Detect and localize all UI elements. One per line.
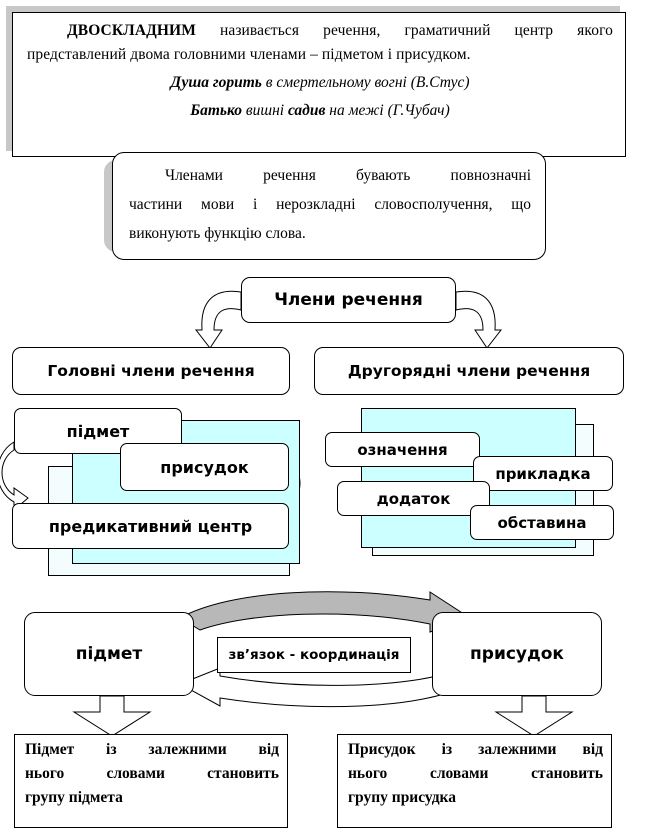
main-members-node: Головні члени речення: [12, 347, 290, 395]
definition-term: ДВОСКЛАДНИМ: [67, 22, 196, 39]
members-note-box: Членами речення бувають повнозначні част…: [112, 152, 546, 260]
example-1: Душа горить в смертельному вогні (В.Стус…: [170, 74, 470, 91]
members-note-line-3: виконують функцію слова.: [129, 225, 306, 242]
relation-predicate: присудок: [432, 612, 602, 696]
definition-text: ДВОСКЛАДНИМ називається речення, грамати…: [27, 22, 613, 63]
cycle-arrow-bottom: [178, 667, 471, 708]
curve-arrow-right: [455, 290, 503, 349]
predicative-center-tile: предикативний центр: [12, 503, 289, 549]
subject-group-note: Підмет із залежними від нього словами ст…: [14, 734, 288, 828]
relation-subject: підмет: [24, 612, 194, 696]
curve-arrow-left: [194, 290, 242, 349]
members-note-line-1: Членами речення бувають повнозначні: [165, 167, 531, 184]
down-arrow-right: [494, 695, 574, 737]
definition-box: ДВОСКЛАДНИМ називається речення, грамати…: [12, 12, 626, 157]
down-arrow-left: [72, 695, 152, 737]
predicate-group-note: Присудок із залежними від нього словами …: [337, 734, 612, 828]
cycle-arrow-top: [179, 591, 472, 633]
predicate-tile: присудок: [120, 443, 289, 491]
attribute-tile: означення: [325, 432, 480, 467]
adverbial-tile: обставина: [470, 505, 614, 540]
apposition-tile: прикладка: [473, 456, 613, 491]
relation-coordination: зв’язок - координація: [217, 637, 411, 673]
object-tile: додаток: [337, 481, 490, 516]
example-2: Батько вишні садив на межі (Г.Чубач): [190, 102, 450, 119]
root-node: Члени речення: [241, 277, 456, 323]
secondary-members-node: Другорядні члени речення: [314, 347, 624, 395]
members-note-line-2: частини мови і нерозкладні словосполучен…: [129, 196, 531, 213]
